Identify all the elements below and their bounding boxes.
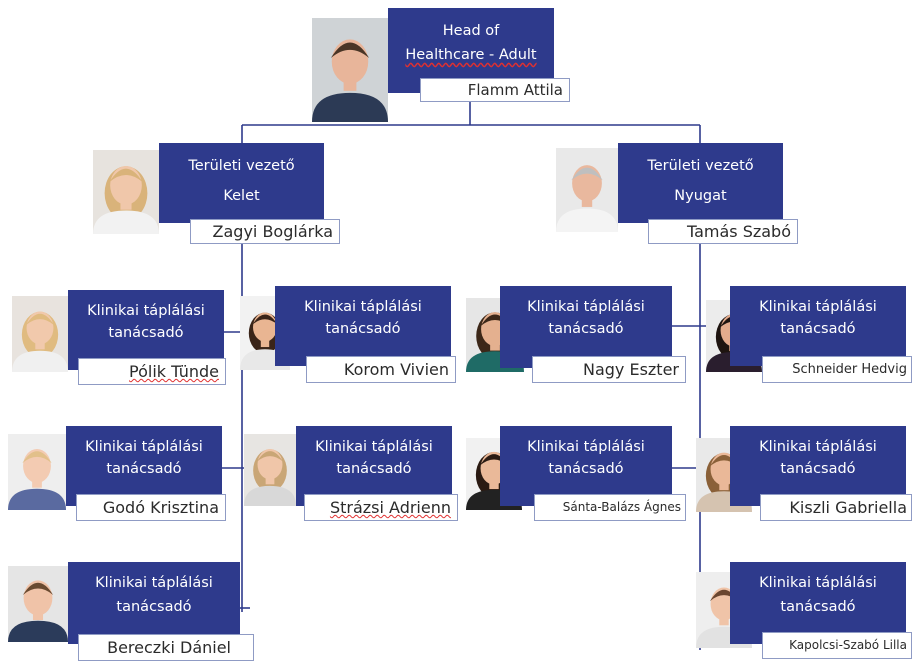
photo-manager-nyugat — [556, 148, 618, 232]
staff-name-2: Godó Krisztina — [76, 494, 226, 521]
staff-name-3: Strázsi Adrienn — [304, 494, 458, 521]
staff-title-line-1: Klinikai táplálási — [315, 439, 433, 455]
staff-box-5: Klinikai táplálási tanácsadó — [500, 286, 672, 368]
manager-nyugat-box: Területi vezető Nyugat — [618, 143, 783, 223]
photo-staff-4 — [8, 566, 68, 642]
staff-name-5: Nagy Eszter — [532, 356, 686, 383]
staff-box-8: Klinikai táplálási tanácsadó — [730, 426, 906, 506]
manager-kelet-title-line-1: Területi vezető — [188, 158, 295, 174]
staff-name-1: Korom Vivien — [306, 356, 456, 383]
staff-title-line-2: tanácsadó — [548, 461, 624, 477]
staff-title-line-1: Klinikai táplálási — [95, 575, 213, 591]
staff-title-line-1: Klinikai táplálási — [759, 575, 877, 591]
staff-title-line-1: Klinikai táplálási — [87, 303, 205, 319]
manager-kelet-box: Területi vezető Kelet — [159, 143, 324, 223]
manager-kelet-title-line-2: Kelet — [223, 188, 260, 204]
photo-staff-0 — [12, 296, 68, 372]
photo-manager-kelet — [93, 150, 159, 234]
staff-title-line-2: tanácsadó — [780, 599, 856, 615]
manager-nyugat-title-line-2: Nyugat — [674, 188, 727, 204]
staff-title-line-2: tanácsadó — [106, 461, 182, 477]
staff-title-line-2: tanácsadó — [780, 321, 856, 337]
staff-title-line-2: tanácsadó — [325, 321, 401, 337]
staff-box-6: Klinikai táplálási tanácsadó — [730, 286, 906, 366]
staff-box-3: Klinikai táplálási tanácsadó — [296, 426, 452, 506]
staff-name-9: Kapolcsi-Szabó Lilla — [762, 632, 912, 659]
head-title-line-2: Healthcare - Adult — [405, 47, 537, 63]
photo-staff-3 — [244, 434, 296, 506]
manager-nyugat-name: Tamás Szabó — [648, 219, 798, 244]
staff-name-6: Schneider Hedvig — [762, 356, 912, 383]
staff-title-line-1: Klinikai táplálási — [759, 439, 877, 455]
staff-box-0: Klinikai táplálási tanácsadó — [68, 290, 224, 370]
staff-box-7: Klinikai táplálási tanácsadó — [500, 426, 672, 506]
staff-box-4: Klinikai táplálási tanácsadó — [68, 562, 240, 644]
staff-name-8: Kiszli Gabriella — [760, 494, 912, 521]
staff-name-7: Sánta-Balázs Ágnes — [534, 494, 686, 521]
staff-title-line-1: Klinikai táplálási — [527, 299, 645, 315]
staff-box-2: Klinikai táplálási tanácsadó — [66, 426, 222, 506]
staff-name-0: Pólik Tünde — [78, 358, 226, 385]
manager-nyugat-title-line-1: Területi vezető — [647, 158, 754, 174]
staff-title-line-1: Klinikai táplálási — [85, 439, 203, 455]
head-title-line-1: Head of — [442, 23, 500, 39]
staff-title-line-1: Klinikai táplálási — [304, 299, 422, 315]
staff-box-9: Klinikai táplálási tanácsadó — [730, 562, 906, 644]
photo-head — [312, 18, 388, 122]
staff-title-line-2: tanácsadó — [336, 461, 412, 477]
staff-title-line-2: tanácsadó — [116, 599, 192, 615]
staff-title-line-2: tanácsadó — [108, 325, 184, 341]
staff-title-line-1: Klinikai táplálási — [759, 299, 877, 315]
staff-name-4: Bereczki Dániel — [78, 634, 254, 661]
staff-title-line-1: Klinikai táplálási — [527, 439, 645, 455]
head-name: Flamm Attila — [420, 78, 570, 102]
staff-title-line-2: tanácsadó — [780, 461, 856, 477]
staff-box-1: Klinikai táplálási tanácsadó — [275, 286, 451, 366]
manager-kelet-name: Zagyi Boglárka — [190, 219, 340, 244]
photo-staff-2 — [8, 434, 66, 510]
staff-title-line-2: tanácsadó — [548, 321, 624, 337]
